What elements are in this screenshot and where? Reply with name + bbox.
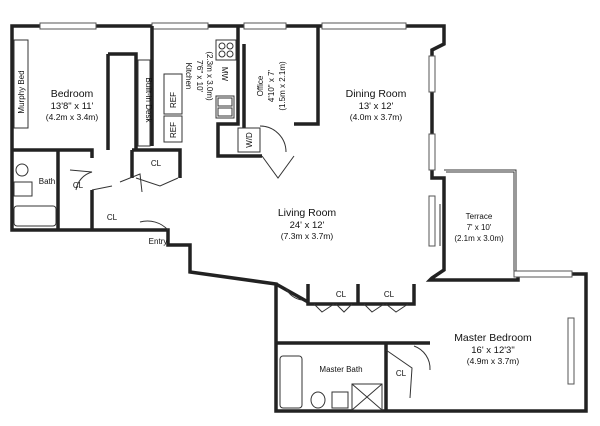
- entry-label: Entry: [149, 237, 168, 246]
- refrigerator-2: [163, 115, 183, 143]
- master-bath-label: Master Bath: [319, 365, 362, 374]
- living-dims: 24' x 12': [290, 220, 325, 231]
- desk-surface: [137, 59, 151, 147]
- terrace-name: Terrace: [466, 212, 493, 221]
- terrace-outline: [444, 169, 517, 274]
- bedroom-dims: 13'8" x 11': [51, 101, 94, 112]
- ref-label-1: REF: [169, 92, 178, 108]
- cooktop: [215, 39, 237, 61]
- master-sink: [331, 391, 349, 409]
- closet-label-4: CL: [336, 290, 347, 299]
- dining-name: Dining Room: [346, 88, 407, 100]
- kitchen-sink: [215, 95, 235, 119]
- master-name: Master Bedroom: [454, 332, 532, 344]
- sink-vanity: [13, 181, 33, 197]
- master-bathtub: [279, 355, 303, 409]
- dining-metric: (4.0m x 3.7m): [350, 112, 403, 122]
- office-metric: (1.5m x 2.1m): [278, 61, 287, 111]
- bedroom-name: Bedroom: [51, 88, 94, 100]
- office-dims: 4'10" x 7': [267, 69, 276, 102]
- doors: [69, 125, 441, 399]
- kitchen-dims: 7'6" x 10': [195, 60, 204, 93]
- fixture-labels: Murphy Bed Built-in Desk REF REF MW W/D …: [17, 67, 407, 378]
- master-metric: (4.9m x 3.7m): [467, 356, 520, 366]
- closet-label-2: CL: [73, 181, 84, 190]
- wd-label: W/D: [245, 132, 254, 148]
- murphy-bed-label: Murphy Bed: [17, 70, 26, 113]
- living-name: Living Room: [278, 207, 337, 219]
- living-metric: (7.3m x 3.7m): [281, 231, 334, 241]
- office-name: Office: [256, 75, 265, 96]
- mw-label: MW: [220, 67, 229, 82]
- bedroom-metric: (4.2m x 3.4m): [46, 112, 99, 122]
- closet-label-3: CL: [107, 213, 118, 222]
- master-dims: 16' x 12'3": [471, 345, 514, 356]
- refrigerator-1: [163, 73, 183, 115]
- interior-walls: [12, 26, 430, 411]
- ref-label-2: REF: [169, 122, 178, 138]
- bathtub: [13, 205, 57, 227]
- murphy-bed-cabinet: [13, 39, 29, 129]
- kitchen-name: Kitchen: [184, 63, 193, 90]
- closet-label-5: CL: [384, 290, 395, 299]
- closet-label-1: CL: [151, 159, 162, 168]
- closet-label-6: CL: [396, 369, 407, 378]
- windows: [39, 22, 575, 385]
- fixtures: [13, 39, 383, 411]
- bath-label: Bath: [39, 177, 55, 186]
- dining-dims: 13' x 12': [359, 101, 394, 112]
- toilet: [15, 163, 29, 177]
- terrace-dims: 7' x 10': [467, 223, 492, 232]
- washer-dryer: [237, 127, 261, 153]
- kitchen-metric: (2.3m x 3.0m): [205, 51, 214, 101]
- room-labels: Bedroom 13'8" x 11' (4.2m x 3.4m) Dining…: [46, 51, 532, 366]
- built-in-desk-label: Built-in Desk: [144, 78, 153, 124]
- master-toilet: [310, 391, 326, 409]
- terrace-metric: (2.1m x 3.0m): [454, 234, 504, 243]
